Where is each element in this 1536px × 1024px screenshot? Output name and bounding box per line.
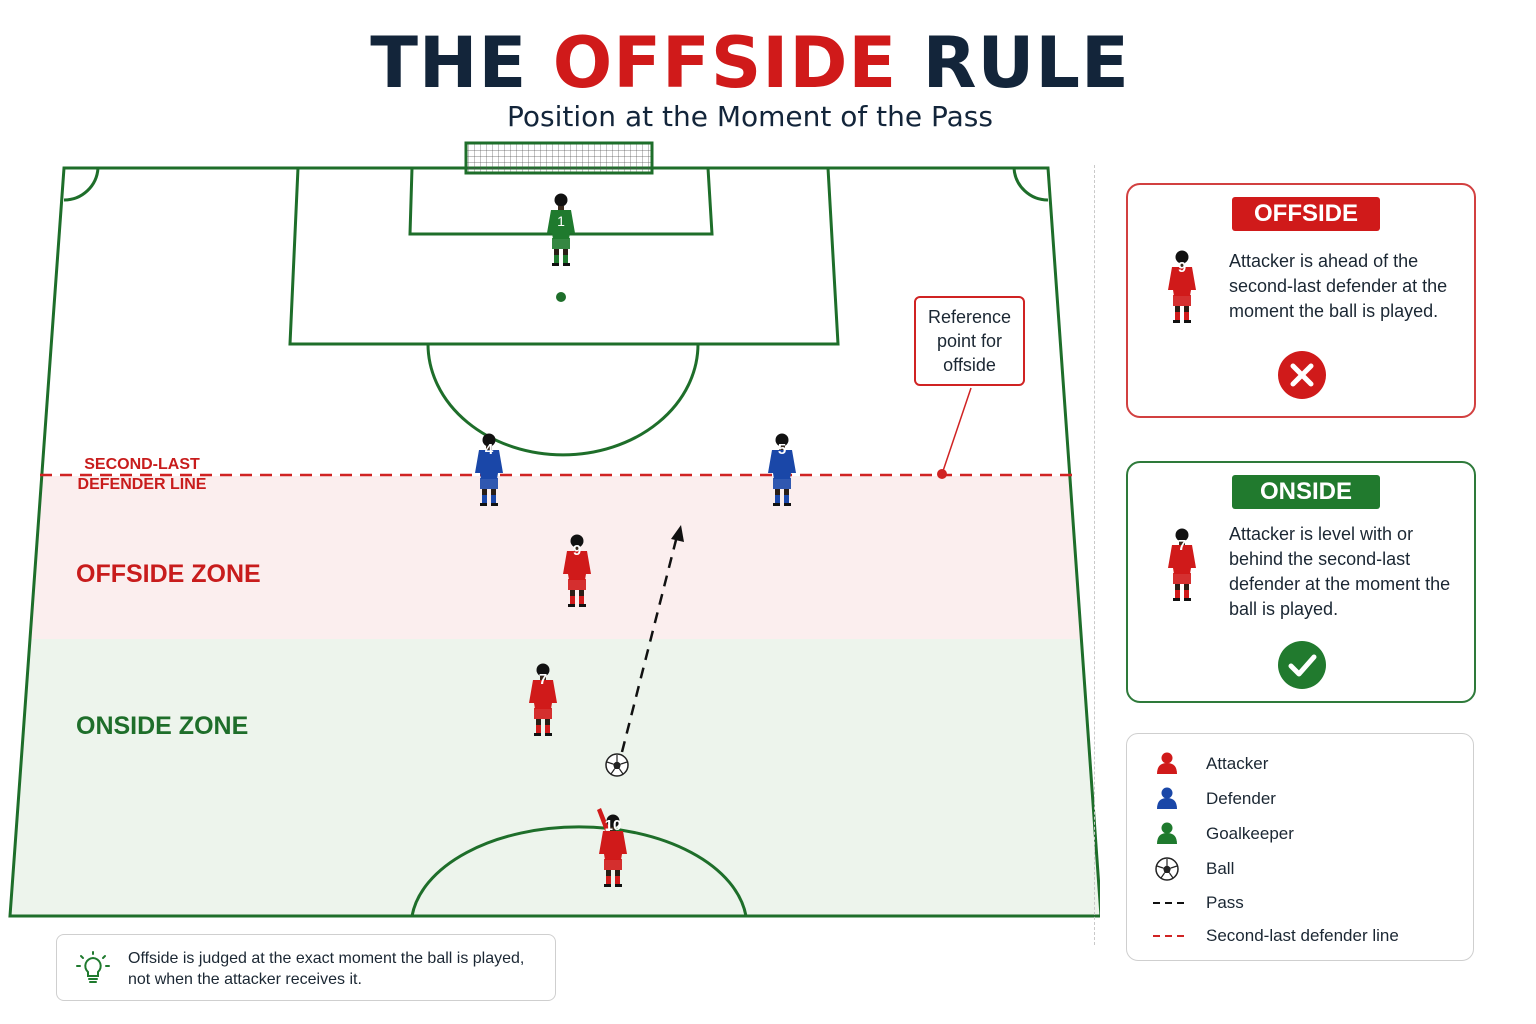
player-attacker-9: 9	[563, 534, 591, 607]
legend-item-attacker: Attacker	[1127, 751, 1473, 777]
second-last-line-label: SECOND-LAST DEFENDER LINE	[77, 456, 207, 493]
legend-label: Attacker	[1206, 754, 1269, 773]
title-part-1: THE	[370, 22, 528, 104]
note-text: Offside is judged at the exact moment th…	[128, 950, 525, 988]
player-number: 7	[539, 671, 547, 688]
legend-label: Pass	[1206, 893, 1244, 912]
page-subtitle: Position at the Moment of the Pass	[507, 100, 993, 133]
callout-leader	[941, 387, 972, 475]
legend-item-pass: Pass	[1127, 890, 1473, 916]
person-icon	[1157, 752, 1177, 774]
player-number: 7	[1178, 537, 1186, 554]
attacker-icon: 9	[1168, 250, 1196, 323]
offside-card: OFFSIDE 9 Attacker is ahead of the secon…	[1126, 183, 1476, 418]
title-part-3: RULE	[922, 22, 1130, 104]
ball-icon	[1155, 857, 1179, 881]
lightbulb-icon	[76, 951, 110, 983]
player-goalkeeper-1: 1	[547, 193, 575, 266]
player-number: 4	[485, 441, 494, 458]
callout-text: Reference point for offside	[927, 307, 1012, 375]
player-number: 10	[605, 817, 622, 834]
pitch-diagram: 1 4 5 9 7 10	[8, 141, 1100, 918]
check-circle-icon	[1278, 641, 1326, 689]
person-icon	[1157, 822, 1177, 844]
onside-zone-label: ONSIDE ZONE	[76, 712, 249, 740]
reference-point-callout: Reference point for offside	[914, 296, 1025, 386]
legend-item-goalkeeper: Goalkeeper	[1127, 821, 1473, 847]
legend-label: Ball	[1206, 859, 1235, 878]
person-icon	[1157, 787, 1177, 809]
onside-description: Attacker is level with or behind the sec…	[1229, 524, 1451, 619]
info-note: Offside is judged at the exact moment th…	[56, 934, 556, 1001]
offside-description: Attacker is ahead of the second-last def…	[1229, 251, 1448, 321]
legend-label: Defender	[1206, 789, 1276, 808]
offside-zone-label: OFFSIDE ZONE	[76, 560, 261, 588]
goal-net	[464, 141, 654, 175]
x-circle-icon	[1278, 351, 1326, 399]
legend-item-defender: Defender	[1127, 786, 1473, 812]
onside-card: ONSIDE 7 Attacker is level with or behin…	[1126, 461, 1476, 703]
player-defender-5: 5	[768, 433, 796, 506]
offside-badge: OFFSIDE	[1232, 197, 1380, 231]
player-number: 5	[778, 441, 786, 458]
player-defender-4: 4	[475, 433, 503, 506]
legend-item-ball: Ball	[1127, 856, 1473, 882]
player-attacker-10: 10	[597, 808, 627, 887]
legend: Attacker Defender Goalkeeper Ball Pass S…	[1126, 733, 1474, 961]
legend-item-defender-line: Second-last defender line	[1127, 923, 1473, 949]
dashed-line-icon	[1153, 902, 1189, 904]
panel-divider	[1094, 165, 1095, 945]
page-title: THE OFFSIDE RULE	[0, 22, 1500, 104]
attacker-icon: 7	[1168, 528, 1196, 601]
player-number: 1	[557, 213, 565, 229]
dashed-line-icon	[1153, 935, 1189, 937]
player-number: 9	[573, 542, 581, 559]
legend-label: Goalkeeper	[1206, 824, 1294, 843]
penalty-spot	[556, 292, 566, 302]
pass-arrow	[620, 525, 684, 753]
player-attacker-7: 7	[529, 663, 557, 736]
legend-label: Second-last defender line	[1206, 926, 1399, 945]
pitch-lines	[8, 166, 1100, 918]
offside-zone	[10, 476, 1100, 639]
onside-badge: ONSIDE	[1232, 475, 1380, 509]
onside-zone	[10, 639, 1100, 916]
title-part-2: OFFSIDE	[552, 22, 898, 104]
ball-icon	[605, 753, 629, 777]
player-number: 9	[1178, 259, 1186, 276]
